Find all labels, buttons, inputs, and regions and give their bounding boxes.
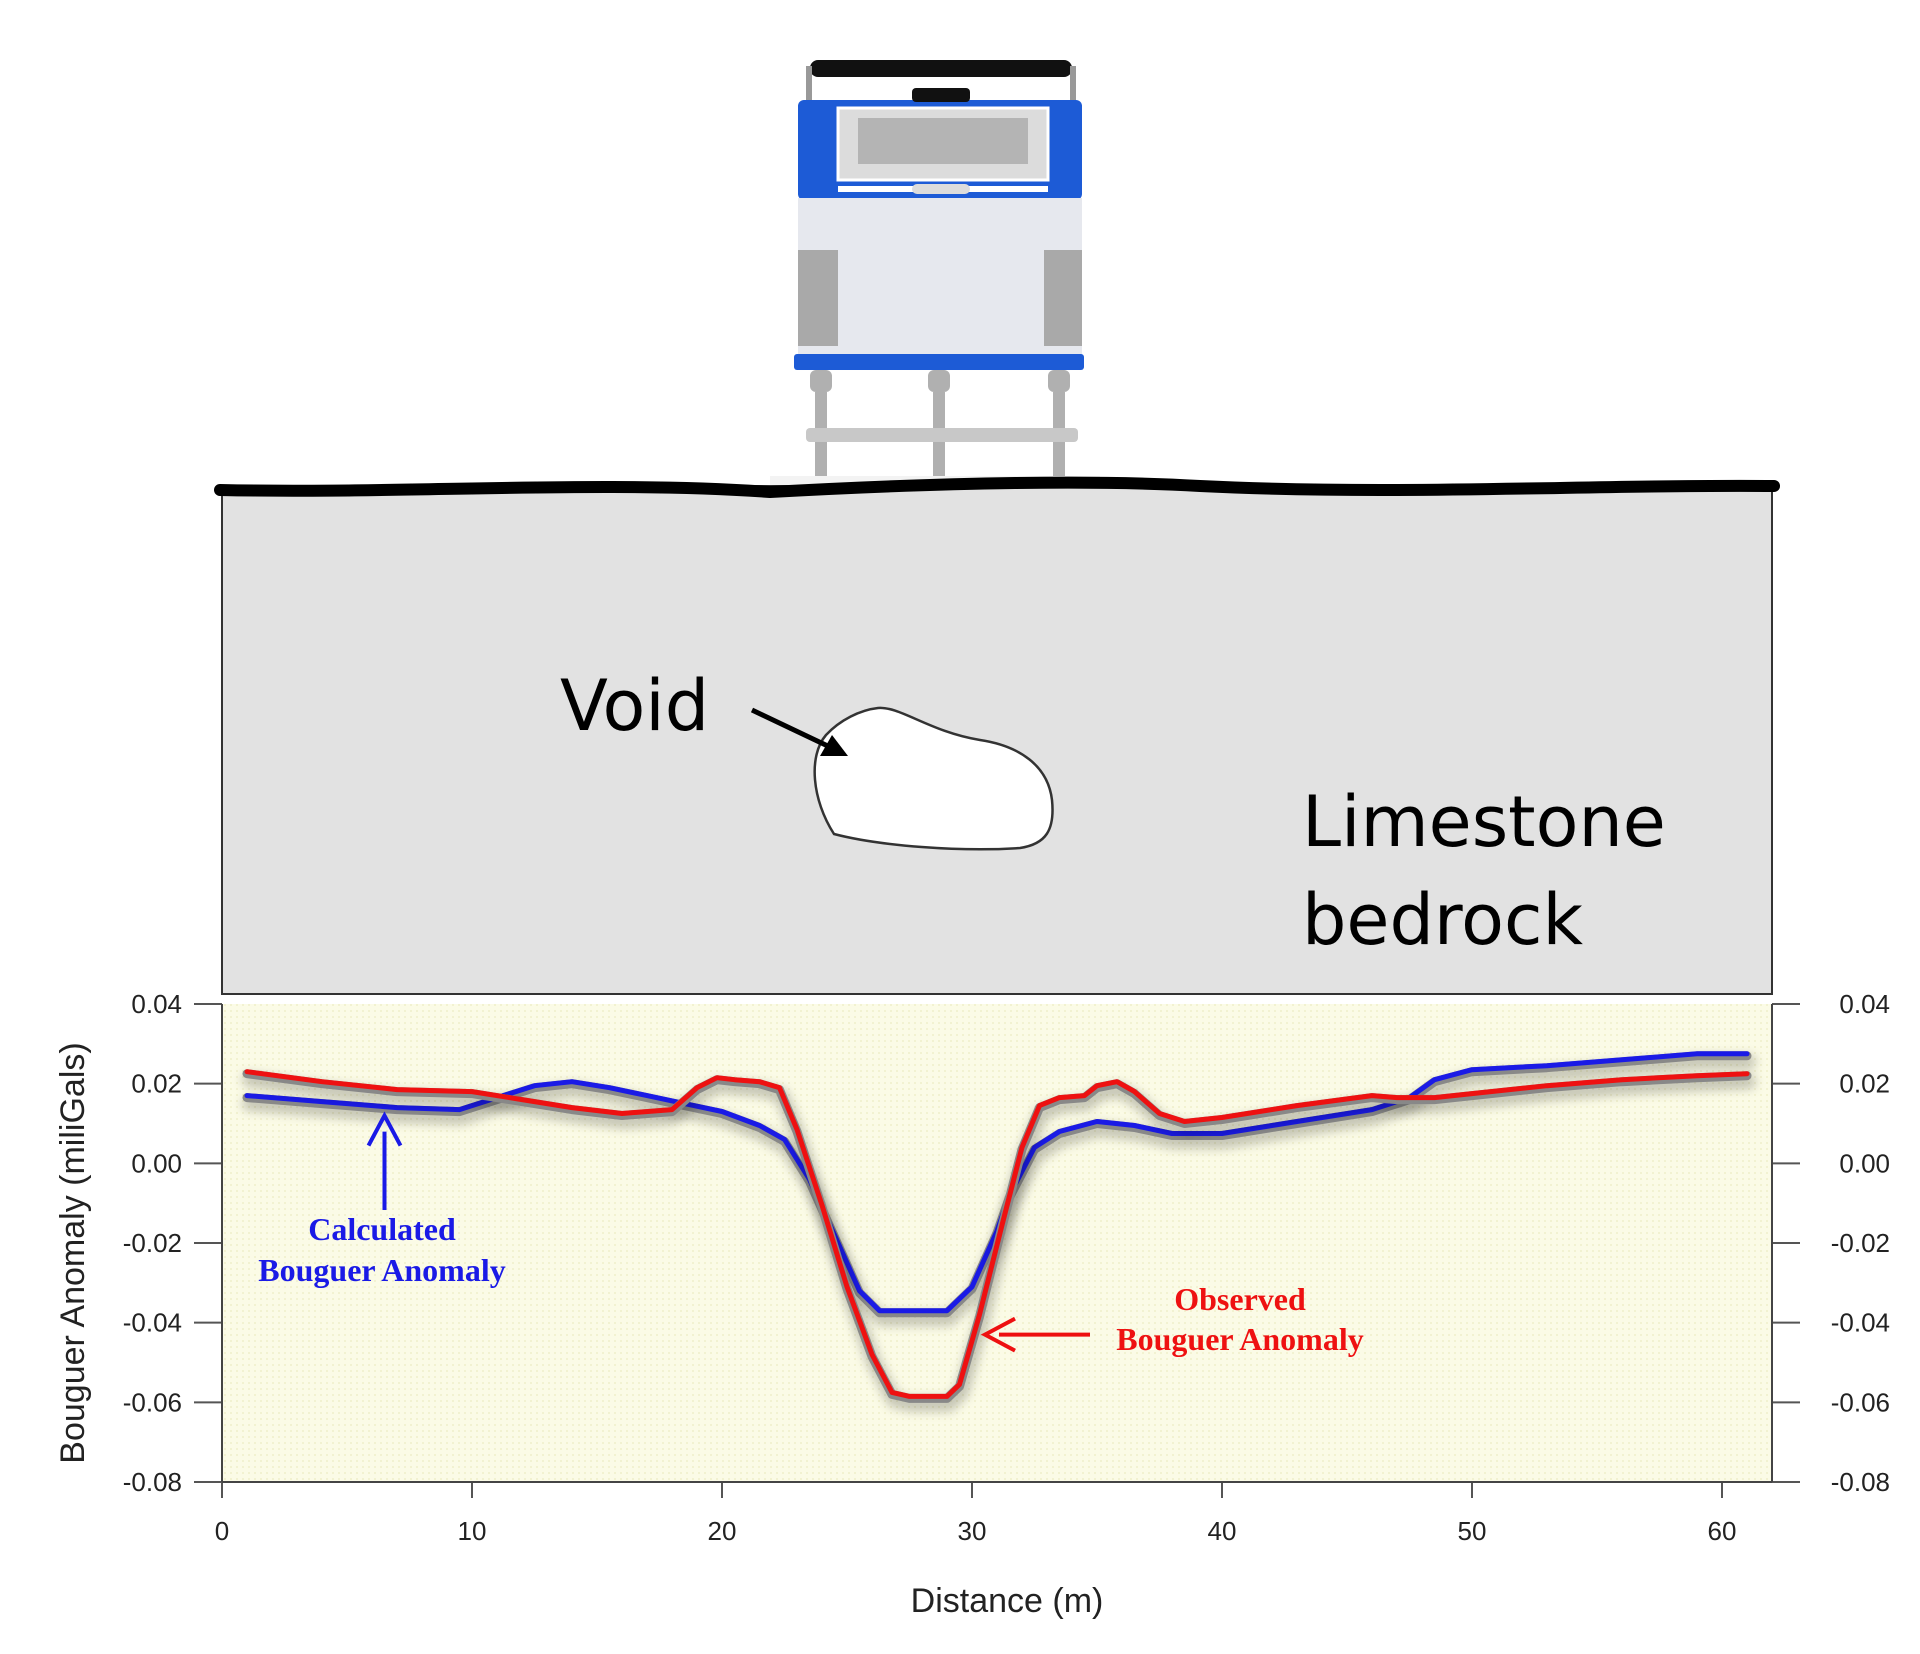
- y-tick-label-right: 0.04: [1839, 989, 1890, 1019]
- x-tick-label: 10: [458, 1516, 487, 1546]
- y-tick-label-left: -0.06: [123, 1387, 182, 1417]
- bedrock-label-line2: bedrock: [1302, 879, 1583, 961]
- series-line-2: [244, 1069, 1750, 1399]
- y-tick-label-left: 0.00: [131, 1148, 182, 1178]
- bouguer-chart: 0.04 0.04 0.02 0.02 0.00 0.00 -0.02 -0.02 -0.04 -…: [54, 989, 1890, 1620]
- observed-label-line1: Observed: [1174, 1281, 1306, 1317]
- x-tick-label: 40: [1208, 1516, 1237, 1546]
- x-tick-label: 60: [1708, 1516, 1737, 1546]
- y-tick-label-right: -0.02: [1831, 1228, 1890, 1258]
- calculated-label-line2: Bouguer Anomaly: [258, 1252, 505, 1288]
- y-tick-label-right: 0.00: [1839, 1148, 1890, 1178]
- calculated-arrow-head: [366, 1111, 403, 1147]
- y-tick-label-left: 0.04: [131, 989, 182, 1019]
- series-shadow-2: [242, 1072, 1756, 1412]
- y-tick-label-left: -0.02: [123, 1228, 182, 1258]
- arrow-icon: [750, 707, 848, 756]
- y-tick-label-right: -0.06: [1831, 1387, 1890, 1417]
- y-tick-label-left: -0.08: [123, 1467, 182, 1497]
- x-tick-label: 50: [1458, 1516, 1487, 1546]
- y-tick-label-right: -0.08: [1831, 1467, 1890, 1497]
- x-tick-label: 30: [958, 1516, 987, 1546]
- void-label: Void: [560, 665, 709, 747]
- observed-arrow-head: [980, 1316, 1016, 1353]
- calculated-label-line1: Calculated: [308, 1211, 456, 1247]
- y-tick-label-left: -0.04: [123, 1308, 182, 1338]
- void-cavity: [813, 706, 1054, 851]
- ground-surface: [214, 476, 1780, 499]
- bedrock-block: [221, 485, 1773, 995]
- y-tick-label-left: 0.02: [131, 1069, 182, 1099]
- x-tick-label: 0: [215, 1516, 229, 1546]
- y-tick-label-right: -0.04: [1831, 1308, 1890, 1338]
- bedrock-label-line1: Limestone: [1302, 781, 1666, 863]
- observed-label-line2: Bouguer Anomaly: [1116, 1321, 1363, 1357]
- gravimeter-icon: [770, 60, 1100, 486]
- y-axis-title: Bouguer Anomaly (miliGals): [54, 1042, 92, 1463]
- y-tick-label-right: 0.02: [1839, 1069, 1890, 1099]
- x-axis-title: Distance (m): [911, 1582, 1104, 1620]
- x-tick-label: 20: [708, 1516, 737, 1546]
